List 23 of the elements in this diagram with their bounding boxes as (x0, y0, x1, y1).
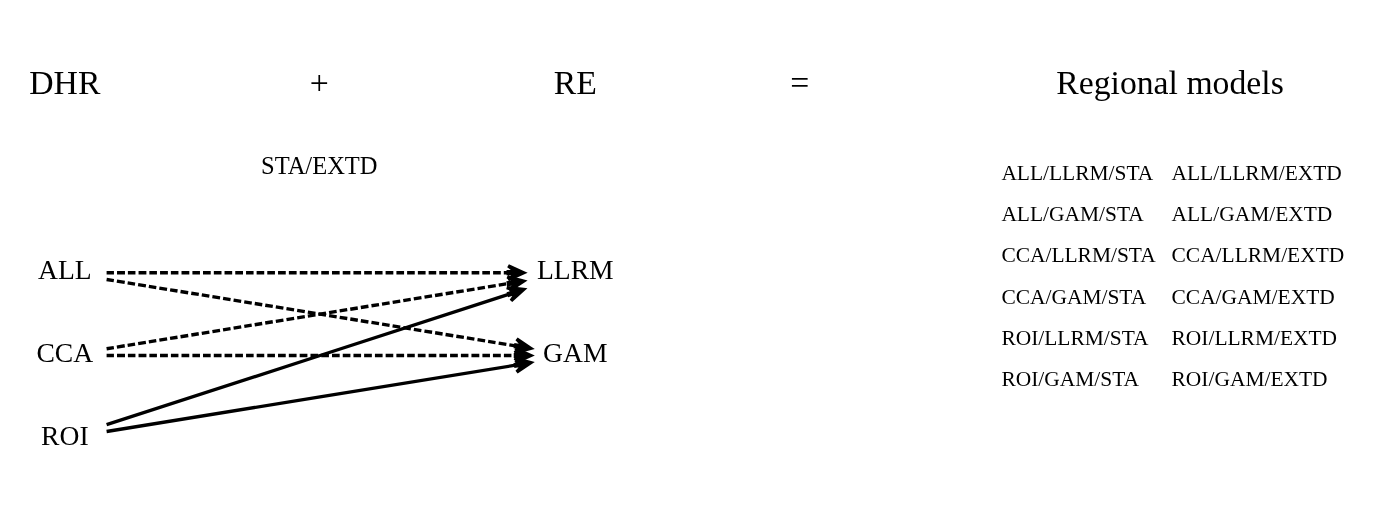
label: ROI/LLRM/STA (1001, 325, 1149, 350)
label: CCA/GAM/STA (1001, 284, 1147, 309)
node-text: CCA (36, 336, 94, 368)
label: ROI/LLRM/EXTD (1171, 325, 1338, 350)
label: CCA/LLRM/STA (1001, 242, 1156, 267)
label: ALL/GAM/STA (1001, 201, 1144, 226)
label: RE (553, 63, 597, 101)
label: Regional models (1056, 63, 1284, 101)
label: = (790, 63, 810, 101)
label: STA/EXTD (261, 151, 378, 179)
label: ALL/LLRM/STA (1001, 160, 1154, 185)
label: CCA/GAM/EXTD (1171, 284, 1335, 309)
node-text: LLRM (536, 253, 614, 285)
label: ROI/GAM/EXTD (1171, 366, 1328, 391)
label: DHR (29, 63, 101, 101)
label: ROI/GAM/STA (1001, 366, 1140, 391)
node-text: GAM (543, 336, 608, 368)
label: + (309, 63, 329, 101)
label: ALL/LLRM/EXTD (1171, 160, 1342, 185)
node-text: ROI (41, 419, 89, 451)
node-text: ALL (38, 253, 92, 285)
label: ALL/GAM/EXTD (1171, 201, 1333, 226)
label: CCA/LLRM/EXTD (1171, 242, 1345, 267)
